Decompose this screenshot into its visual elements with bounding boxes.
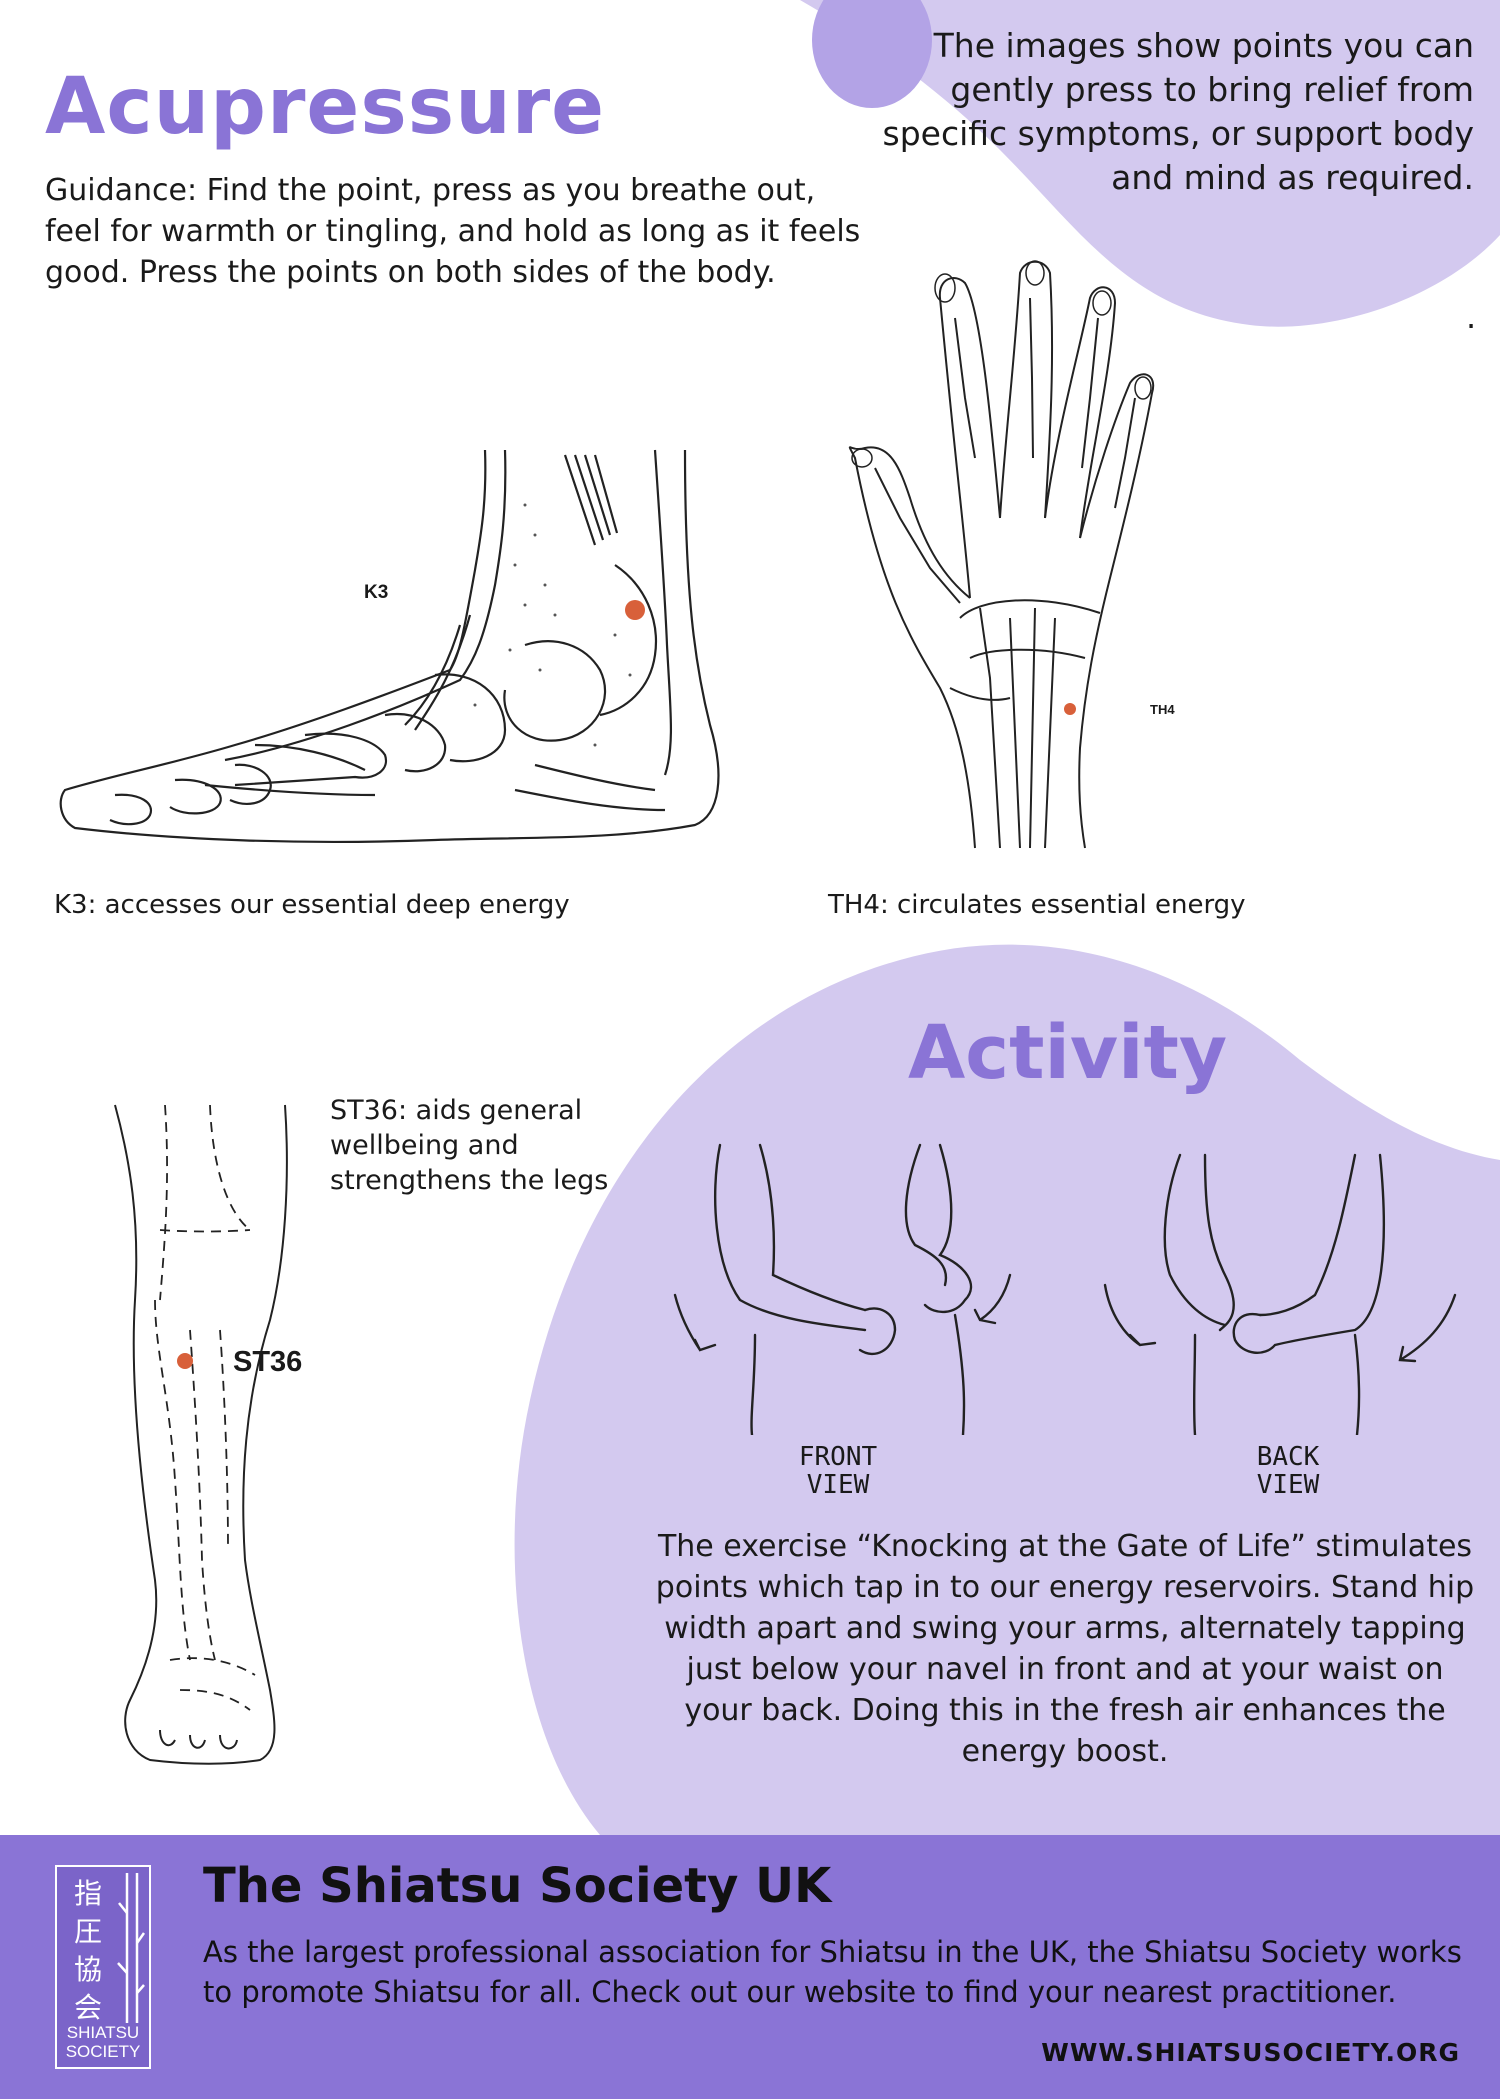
activity-blob (514, 944, 1500, 1835)
leg-illustration (114, 1104, 288, 1765)
footer (0, 1835, 1500, 2099)
k3-label: K3 (364, 582, 389, 603)
shiatsu-society-logo: 指圧協会 SHIATSU SOCIETY (55, 1865, 151, 2069)
top-right-blob (800, 0, 1500, 327)
activity-description: The exercise “Knocking at the Gate of Li… (655, 1529, 1475, 1769)
th4-point-marker (1064, 703, 1076, 715)
logo-kanji: 指圧協会 (73, 1877, 102, 2024)
page-title: Acupressure (45, 62, 606, 152)
website-link[interactable]: WWW.SHIATSUSOCIETY.ORG (1041, 2038, 1460, 2067)
foot-illustration (59, 449, 720, 844)
k3-caption: K3: accesses our essential deep energy (54, 890, 570, 920)
front-view-label: FRONT VIEW (798, 1442, 878, 1500)
intro-text: The images show points you can gently pr… (882, 26, 1475, 197)
footer-title: The Shiatsu Society UK (203, 1858, 832, 1914)
activity-title: Activity (908, 1010, 1228, 1096)
stray-dot: . (1466, 298, 1477, 336)
st36-label: ST36 (233, 1346, 303, 1378)
top-circle (812, 0, 932, 108)
guidance-text: Guidance: Find the point, press as you b… (45, 173, 861, 290)
hand-illustration (848, 260, 1155, 849)
bamboo-icon (117, 1873, 145, 2023)
exercise-illustration (673, 1143, 1457, 1435)
th4-label: TH4 (1150, 702, 1175, 717)
logo-text: SHIATSU SOCIETY (65, 2023, 141, 2061)
st36-caption: ST36: aids general wellbeing and strengt… (330, 1095, 609, 1196)
th4-caption: TH4: circulates essential energy (828, 890, 1246, 920)
back-view-label: BACK VIEW (1256, 1442, 1320, 1500)
k3-point-marker (625, 600, 645, 620)
footer-text: As the largest professional association … (203, 1935, 1462, 2009)
st36-point-marker (177, 1353, 193, 1369)
